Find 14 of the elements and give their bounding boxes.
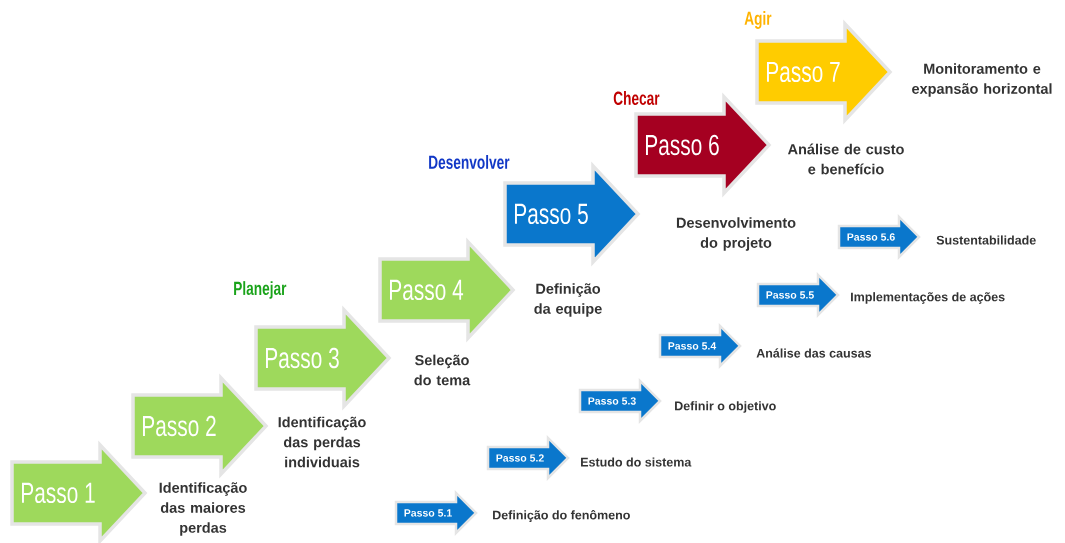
phase-label: Planejar — [234, 281, 287, 299]
step-description: Implementações de ações — [851, 292, 1005, 304]
step-description: Definir o objetivo — [675, 401, 776, 413]
step-description: Análise de custo e benefício — [787, 143, 904, 175]
step-description: Definição da equipe — [534, 283, 602, 317]
step-description: Seleção do tema — [414, 354, 471, 386]
step-description: Definição do fenômeno — [493, 510, 630, 522]
step-description: Estudo do sistema — [581, 457, 692, 467]
step-description: Sustentabilidade — [936, 235, 1036, 245]
step-description: Identificação das maiores perdas — [159, 482, 247, 536]
step-description: Análise das causas — [756, 348, 871, 358]
step-description: Desenvolvimento do projeto — [676, 217, 796, 251]
step-description: Identificação das perdas individuais — [278, 416, 366, 468]
step-description: Monitoramento e expansão horizontal — [912, 63, 1052, 97]
